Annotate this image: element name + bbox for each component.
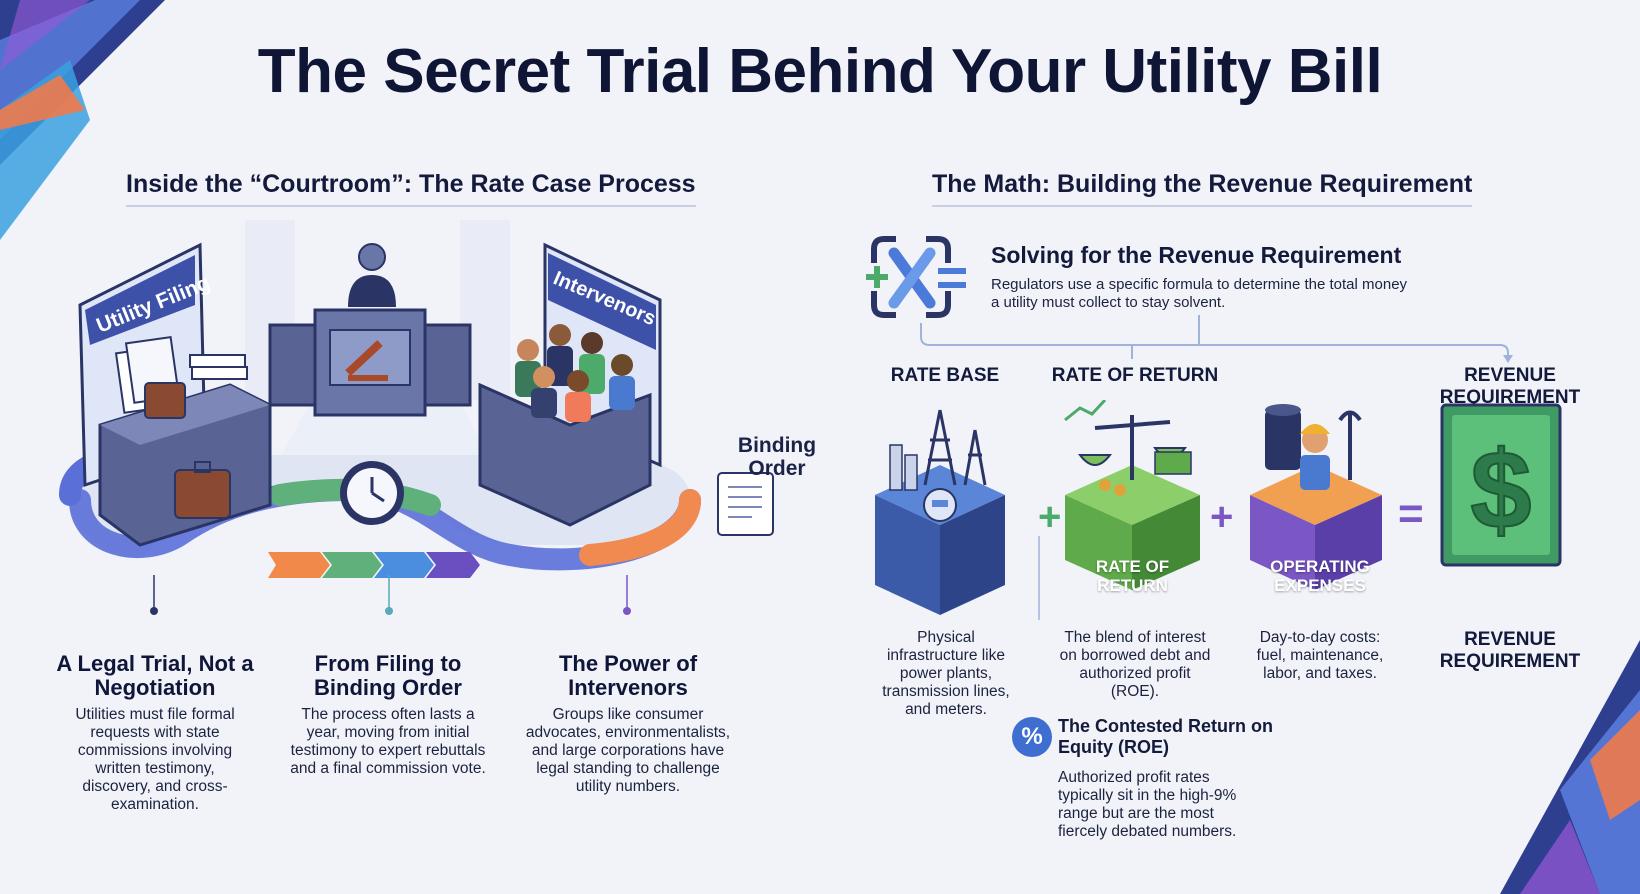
column-intervenors: The Power of Intervenors Groups like con…: [513, 652, 743, 796]
scroll-icon: [717, 472, 774, 536]
equals-operator: =: [1398, 489, 1424, 538]
column-filing-to-order: From Filing to Binding Order The process…: [283, 652, 493, 778]
column-text: Groups like consumer advocates, environm…: [525, 706, 731, 795]
rate-base-description: Physical infrastructure like power plant…: [882, 629, 1010, 718]
svg-text:$: $: [1470, 429, 1531, 552]
corner-decoration-top-left: [0, 0, 165, 240]
revenue-requirement-label-bottom: REVENUE REQUIREMENT: [1439, 629, 1581, 672]
rate-of-return-cube-label: RATE OF RETURN: [1095, 557, 1170, 595]
right-section-heading: The Math: Building the Revenue Requireme…: [932, 170, 1473, 207]
plus-operator: +: [1210, 495, 1233, 539]
column-title: From Filing to Binding Order: [314, 651, 462, 700]
rate-of-return-description: The blend of interest on borrowed debt a…: [1059, 629, 1211, 700]
left-section-heading: Inside the “Courtroom”: The Rate Case Pr…: [126, 170, 696, 207]
percent-icon: %: [1012, 717, 1052, 757]
page-title: The Secret Trial Behind Your Utility Bil…: [257, 37, 1383, 106]
operating-expenses-cube-label: OPERATING EXPENSES: [1270, 557, 1370, 595]
corner-decoration-bottom-right: [1500, 640, 1640, 894]
column-text: The process often lasts a year, moving f…: [290, 706, 486, 777]
formula-connector: [920, 315, 1513, 363]
column-title: The Power of Intervenors: [558, 651, 698, 700]
rate-base-label: RATE BASE: [890, 365, 1000, 386]
column-text: Utilities must file formal requests with…: [75, 706, 235, 813]
roe-title: The Contested Return on Equity (ROE): [1058, 716, 1273, 757]
rate-of-return-label: RATE OF RETURN: [1051, 365, 1219, 386]
revenue-requirement-label-top: REVENUE REQUIREMENT: [1439, 365, 1581, 408]
formula-x-icon: [866, 236, 966, 318]
formula-text: Regulators use a specific formula to det…: [991, 276, 1408, 311]
binding-order-label: Binding Order: [737, 434, 817, 480]
formula-cubes: + + = $: [875, 400, 1562, 620]
plus-operator: +: [1038, 495, 1061, 539]
roe-text: Authorized profit rates typically sit in…: [1058, 769, 1237, 840]
column-legal-trial: A Legal Trial, Not a Negotiation Utiliti…: [40, 652, 270, 814]
operating-expenses-description: Day-to-day costs: fuel, maintenance, lab…: [1256, 629, 1384, 682]
formula-title: Solving for the Revenue Requirement: [991, 242, 1402, 268]
courtroom-illustration: Utility Filing Intervenors: [59, 220, 774, 615]
column-title: A Legal Trial, Not a Negotiation: [56, 651, 254, 700]
